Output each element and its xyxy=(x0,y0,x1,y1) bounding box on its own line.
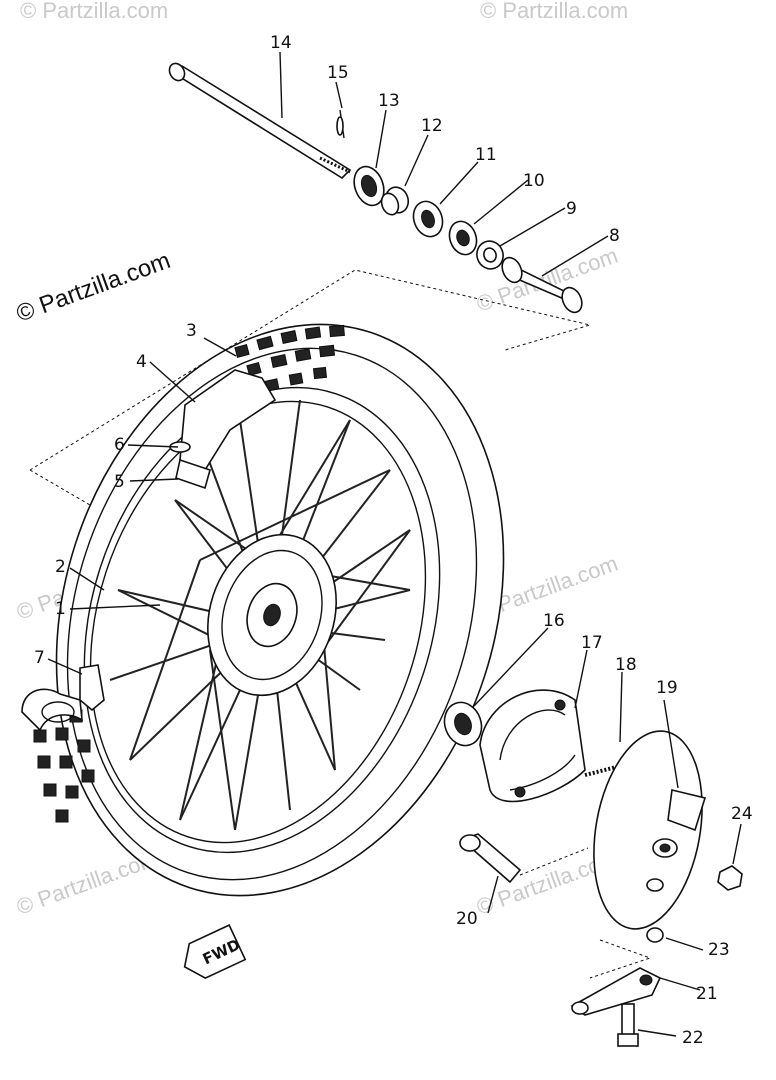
part-19-brake-panel xyxy=(593,730,707,930)
label-24: 24 xyxy=(731,804,753,824)
label-23: 23 xyxy=(708,940,730,960)
label-12: 12 xyxy=(421,116,443,136)
fwd-marker: FWD xyxy=(183,924,247,980)
label-17: 17 xyxy=(581,633,603,653)
part-21-brake-lever xyxy=(570,967,662,1016)
part-23-washer xyxy=(646,927,664,943)
label-16: 16 xyxy=(543,611,565,631)
label-15: 15 xyxy=(327,63,349,83)
label-11: 11 xyxy=(475,145,497,165)
label-13: 13 xyxy=(378,91,400,111)
label-14: 14 xyxy=(270,33,292,53)
label-18: 18 xyxy=(615,655,637,675)
label-8: 8 xyxy=(609,226,620,246)
part-7-cover xyxy=(79,664,105,712)
watermark-top-left: © Partzilla.com xyxy=(20,0,168,23)
label-6: 6 xyxy=(114,435,125,455)
label-19: 19 xyxy=(656,678,678,698)
watermark-main: © Partzilla.com xyxy=(13,247,174,328)
wheel xyxy=(21,323,505,897)
label-3: 3 xyxy=(186,321,197,341)
label-5: 5 xyxy=(114,472,125,492)
label-20: 20 xyxy=(456,909,478,929)
part-22-bolt xyxy=(617,1003,639,1047)
part-24-nut xyxy=(717,865,743,891)
label-2: 2 xyxy=(55,557,66,577)
axle-assembly xyxy=(168,62,583,314)
part-16-bearing xyxy=(443,701,483,747)
label-7: 7 xyxy=(34,648,45,668)
label-9: 9 xyxy=(566,199,577,219)
rim-band-and-valve xyxy=(169,369,277,490)
label-10: 10 xyxy=(523,171,545,191)
label-1: 1 xyxy=(55,599,66,619)
part-17-brake-shoes xyxy=(479,689,586,803)
part-20-camshaft xyxy=(459,833,522,884)
leader-lines xyxy=(47,51,742,1037)
label-4: 4 xyxy=(136,352,147,372)
watermark-top-right: © Partzilla.com xyxy=(480,0,628,23)
part-number-labels: 14 15 13 12 11 10 9 8 3 4 6 5 2 1 7 16 1… xyxy=(34,33,753,1048)
label-22: 22 xyxy=(682,1028,704,1048)
label-21: 21 xyxy=(696,984,718,1004)
